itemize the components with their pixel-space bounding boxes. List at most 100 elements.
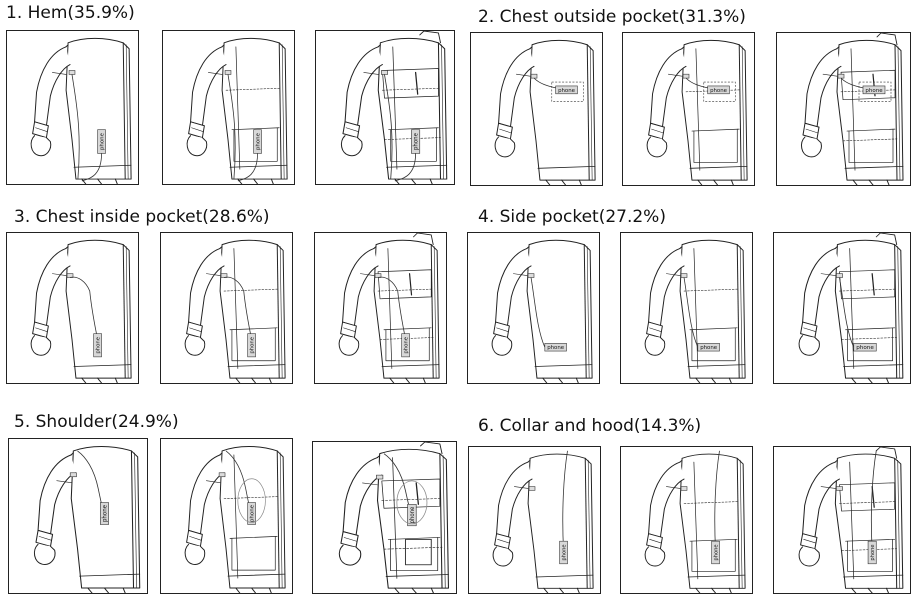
cable-line: [530, 277, 546, 348]
cable-line: [870, 450, 877, 551]
group-5-illustration-1: phone: [8, 438, 148, 594]
cable-line: [377, 276, 407, 340]
phone-tag-label: phone: [558, 88, 576, 94]
jacket-drawing: [798, 447, 904, 593]
jacket-drawing: [646, 39, 748, 185]
group-5-heading: 5. Shoulder(24.9%): [14, 412, 179, 432]
connector-icon: [381, 70, 388, 75]
group-3-illustration-1: phone: [6, 232, 139, 384]
jacket-drawing: [798, 233, 904, 383]
phone-device-icon: phone: [867, 540, 877, 565]
phone-tag-label: phone: [870, 544, 876, 561]
connector-icon: [376, 474, 384, 480]
group-1-illustration-1: phone: [6, 30, 139, 185]
group-2-illustration-3: phone: [776, 32, 911, 186]
cable-line: [81, 153, 102, 182]
jacket-illustration-svg: phone: [644, 239, 746, 383]
pocket-outline: [703, 81, 736, 102]
connector-icon: [224, 70, 232, 75]
phone-device-icon: phone: [711, 540, 720, 565]
shoulder-pocket-outline: [396, 480, 428, 525]
group-4-illustration-1: phone: [467, 232, 600, 384]
jacket-illustration-svg: phone: [186, 37, 288, 184]
jacket-drawing: [338, 442, 450, 593]
jacket-drawing: [492, 453, 594, 593]
jacket-illustration-svg: phone: [798, 233, 904, 383]
phone-tag-label: phone: [404, 336, 410, 353]
group-6-illustration-1: phone: [468, 446, 601, 594]
cable-line: [237, 153, 258, 182]
group-2-illustration-2: phone: [622, 32, 755, 186]
connector-icon: [527, 273, 535, 278]
cable-line: [683, 277, 699, 348]
phone-device-icon: phone: [99, 502, 109, 525]
phone-device-icon: phone: [93, 333, 102, 358]
connector-icon: [836, 273, 843, 278]
jacket-drawing: [184, 445, 286, 593]
cable-line: [685, 77, 708, 89]
connector-icon: [69, 472, 77, 478]
jacket-illustration-svg: phone: [492, 450, 594, 593]
phone-device-icon: phone: [862, 85, 886, 95]
phone-device-icon: phone: [253, 129, 262, 154]
shoulder-pocket-outline: [237, 478, 266, 523]
phone-device-icon: phone: [707, 85, 730, 95]
connector-icon: [682, 73, 690, 79]
phone-device-icon: phone: [559, 540, 568, 565]
group-6-illustration-3: phone: [773, 446, 911, 594]
phone-device-icon: phone: [411, 129, 421, 154]
phone-device-icon: phone: [97, 129, 106, 154]
connector-icon: [680, 486, 688, 491]
phone-device-icon: phone: [247, 333, 256, 358]
phone-tag-label: phone: [414, 133, 420, 150]
jacket-illustration-svg: phone: [30, 239, 132, 383]
pocket-outline: [858, 81, 892, 102]
jacket-drawing: [184, 239, 286, 383]
phone-tag-label: phone: [700, 345, 718, 351]
phone-tag-label: phone: [256, 132, 262, 150]
group-6-illustration-2: phone: [620, 446, 753, 594]
group-2-heading: 2. Chest outside pocket(31.3%): [478, 7, 746, 27]
group-5-illustration-3: phone: [312, 441, 457, 594]
jacket-drawing: [338, 233, 440, 383]
group-1-heading: 1. Hem(35.9%): [6, 3, 135, 23]
jacket-illustration-svg: phone: [338, 233, 440, 383]
cable-line: [71, 74, 80, 180]
phone-tag-label: phone: [547, 345, 565, 351]
connector-icon: [528, 486, 536, 491]
jacket-illustration-svg: phone: [184, 239, 286, 383]
phone-tag-label: phone: [102, 504, 108, 522]
connector-icon: [680, 273, 688, 278]
jacket-illustration-svg: phone: [33, 445, 141, 593]
jacket-illustration-svg: phone: [644, 450, 746, 593]
connector-icon: [66, 273, 74, 278]
jacket-drawing: [340, 31, 448, 184]
phone-tag-label: phone: [856, 345, 874, 351]
jacket-drawing: [33, 445, 141, 593]
phone-tag-label: phone: [100, 132, 106, 150]
jacket-illustration-svg: phone: [184, 445, 286, 593]
connector-icon: [374, 273, 382, 278]
jacket-drawing: [644, 453, 746, 593]
cable-line: [394, 153, 417, 182]
cable-line: [223, 276, 253, 340]
cable-line: [714, 450, 720, 551]
phone-tag-label: phone: [561, 544, 567, 560]
group-1-illustration-2: phone: [162, 30, 295, 185]
phone-device-icon: phone: [555, 85, 578, 95]
jacket-drawing: [801, 33, 904, 185]
phone-device-icon: phone: [407, 504, 417, 527]
phone-tag-label: phone: [713, 544, 719, 560]
phone-tag-label: phone: [250, 504, 256, 522]
connector-icon: [530, 73, 538, 79]
connector-icon: [218, 472, 226, 478]
pocket-outline: [551, 81, 584, 102]
phone-tag-label: phone: [250, 336, 256, 353]
group-4-illustration-2: phone: [620, 232, 753, 384]
jacket-drawing: [30, 37, 132, 184]
connector-icon: [68, 70, 76, 75]
group-3-illustration-3: phone: [314, 232, 447, 384]
jacket-drawing: [494, 39, 596, 185]
phone-device-icon: phone: [401, 333, 410, 358]
cable-line: [69, 276, 99, 340]
